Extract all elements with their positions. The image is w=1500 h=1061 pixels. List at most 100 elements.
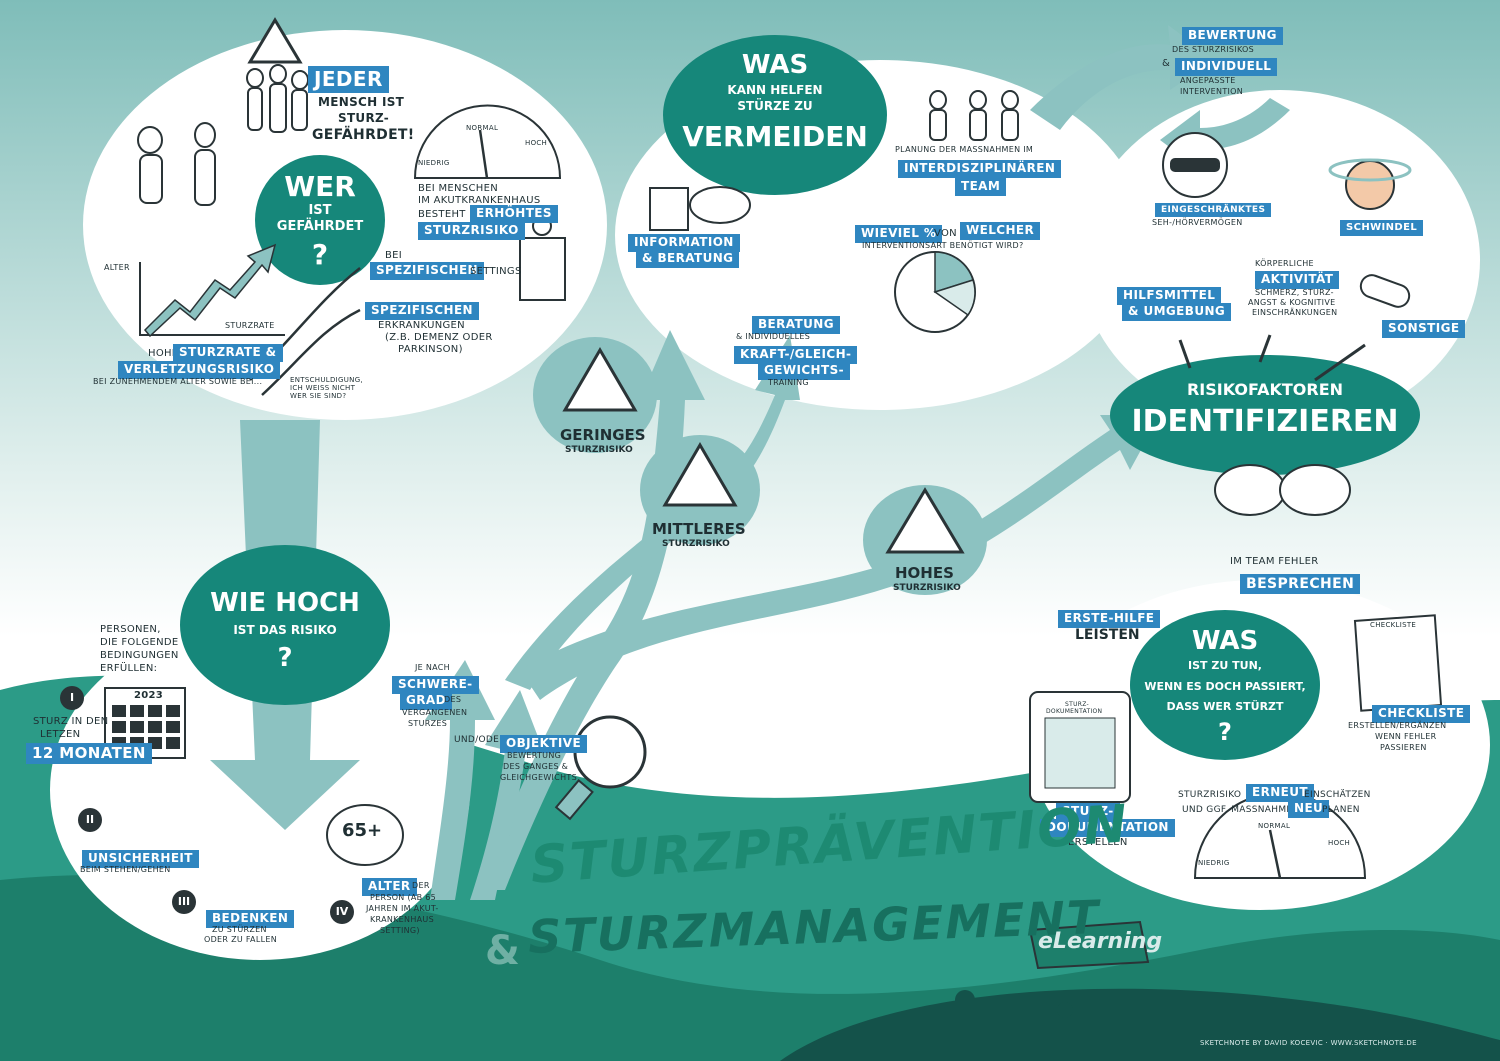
erneut-tag1: ERNEUT (1246, 784, 1315, 802)
bewertung-amp: & (1162, 58, 1171, 69)
bewertung-l1: DES STURZRISIKOS (1172, 45, 1255, 54)
doku-tag2: DOKUMENTATION (1040, 819, 1175, 837)
beratung-tag1: BERATUNG (752, 316, 840, 334)
c4-tag: ALTER (362, 878, 417, 896)
planung-tag1: INTERDISZIPLINÄREN (898, 160, 1062, 178)
jeder-line1: MENSCH IST (318, 95, 405, 109)
schwere-l2: DES (444, 695, 462, 704)
beratung-tag3: GEWICHTS- (758, 362, 851, 380)
hohe-note: BEI ZUNEHMENDEM ALTER SOWIE BEI... (93, 377, 263, 386)
hilfsmittel-tag1: HILFSMITTEL (1117, 287, 1222, 305)
wieviel-mid: VON (934, 228, 957, 239)
team-l1: IM TEAM FEHLER (1230, 556, 1319, 567)
c3-l1: ZU STÜRZEN (212, 925, 267, 934)
elearning-sign (1028, 920, 1150, 970)
warning-icon-hohes (885, 487, 965, 554)
age-badge: 65+ (342, 820, 383, 841)
chart-y-label: ALTER (104, 263, 130, 272)
vermeiden-was: WAS (741, 50, 809, 80)
speech-bubble-icon (689, 186, 751, 224)
checkliste-l2: WENN FEHLER (1375, 732, 1437, 741)
hohe-tag2: VERLETZUNGSRISIKO (118, 361, 281, 379)
personen-l3: BEDINGUNGEN (100, 650, 179, 661)
doku-l1: ERSTELLEN (1068, 837, 1128, 848)
speech-bubble-text: ENTSCHULDIGUNG, ICH WEIß NICHT WER SIE S… (290, 376, 363, 400)
wieviel-l2: INTERVENTIONSART BENÖTIGT WIRD? (862, 241, 1024, 250)
c4-l5: SETTING) (380, 926, 420, 935)
gauge-bottom-low: NIEDRIG (1198, 859, 1230, 867)
gauge-bottom-high: HOCH (1328, 839, 1351, 847)
criteria-2-number: II (78, 808, 102, 832)
team-bubble-left (1214, 464, 1286, 516)
wieviel-tag2: WELCHER (960, 222, 1041, 240)
objektive-l3: GLEICHGEWICHTS (500, 773, 577, 782)
dizzy-face-icon (1345, 160, 1395, 210)
settings-post: SETTINGS (470, 266, 522, 277)
beratung-l1: & INDIVIDUELLES (736, 332, 811, 341)
arrow-to-erkrankung (261, 308, 361, 396)
circle-risiko (1110, 355, 1420, 475)
planung-l1: PLANUNG DER MAßNAHMEN IM (895, 145, 1034, 154)
circle-wer (255, 155, 385, 285)
erkrankung-tag: SPEZIFISCHEN (365, 302, 479, 320)
jeder-line2: STURZ- (338, 111, 390, 125)
schwere-l3: VERGANGENEN (402, 708, 468, 717)
was-tun-l4: DASS WER STÜRZT (1166, 700, 1284, 713)
c3-l2: ODER ZU FALLEN (204, 935, 277, 944)
risiko-l1: RISIKOFAKTOREN (1186, 380, 1344, 399)
settings-tag: SPEZIFISCHEN (370, 262, 484, 280)
arrow-up-left (425, 660, 495, 900)
team-tag: BESPRECHEN (1240, 574, 1361, 595)
koerper-l1: KÖRPERLICHE (1255, 259, 1314, 268)
pill-icon (1359, 274, 1411, 308)
c4-l3: JAHREN IM AKUT- (366, 904, 439, 913)
settings-pre: BEI (385, 250, 403, 261)
c4-l4: KRANKENHAUS (370, 915, 434, 924)
age-badge-shape (326, 804, 404, 866)
bewertung-tag2: INDIVIDUELL (1175, 58, 1278, 76)
warning-icon-jeder (247, 17, 303, 64)
akut-line2: IM AKUTKRANKENHAUS (418, 195, 541, 206)
doku-paper1: STURZ- (1065, 701, 1090, 708)
info-icon (649, 187, 689, 231)
personen-l4: ERFÜLLEN: (100, 663, 158, 674)
akut-line1: BEI MENSCHEN (418, 183, 498, 194)
wer-ist: IST (308, 203, 332, 218)
arrow-cycle-top (1030, 25, 1215, 130)
vermeiden-l4: VERMEIDEN (682, 120, 868, 153)
arrow-risk-1 (1178, 339, 1192, 369)
seh-tag: EINGESCHRÄNKTES (1155, 203, 1272, 218)
c3-tag: BEDENKEN (206, 910, 295, 928)
wer-gefaehrdet: GEFÄHRDET (276, 219, 364, 234)
c2-tag: UNSICHERHEIT (82, 850, 199, 868)
koerper-l2: SCHMERZ, STURZ- (1255, 288, 1334, 297)
seh-l1: SEH-/HÖRVERMÖGEN (1152, 218, 1243, 227)
erkrankung-l3: PARKINSON) (398, 344, 463, 355)
circle-was-tun (1130, 610, 1320, 760)
personen-l1: PERSONEN, (100, 624, 161, 635)
chart-rising-arrow (143, 243, 277, 338)
schwere-l4: STURZES (408, 719, 448, 728)
checkliste-l3: PASSIEREN (1380, 743, 1427, 752)
hohe-pre: HOHE (148, 348, 179, 359)
personen-l2: DIE FOLGENDE (100, 637, 179, 648)
arrow-hohes (520, 415, 1160, 700)
c1-l1: STURZ IN DEN (33, 716, 109, 727)
was-tun-was: WAS (1191, 626, 1259, 656)
und-oder: UND/ODER (454, 735, 506, 745)
gauge-top (413, 104, 562, 179)
wer-question: ? (311, 238, 329, 271)
wer-title: WER (284, 170, 356, 203)
erneut-tag2: NEU (1288, 800, 1330, 818)
c2-l1: BEIM STEHEN/GEHEN (80, 865, 171, 874)
gauge-bottom-normal: NORMAL (1258, 822, 1291, 830)
arrow-mittleres (505, 335, 800, 690)
schwindel-tag: SCHWINDEL (1340, 220, 1424, 236)
erneut-l1: STURZRISIKO (1178, 790, 1242, 800)
c1-l2: LETZEN (40, 729, 81, 740)
akut-tag1: ERHÖHTES (470, 205, 558, 223)
criteria-4-number: IV (330, 900, 354, 924)
wie-hoch-l2: IST DAS RISIKO (233, 623, 337, 637)
mittleres-sub: STURZRISIKO (662, 539, 730, 549)
